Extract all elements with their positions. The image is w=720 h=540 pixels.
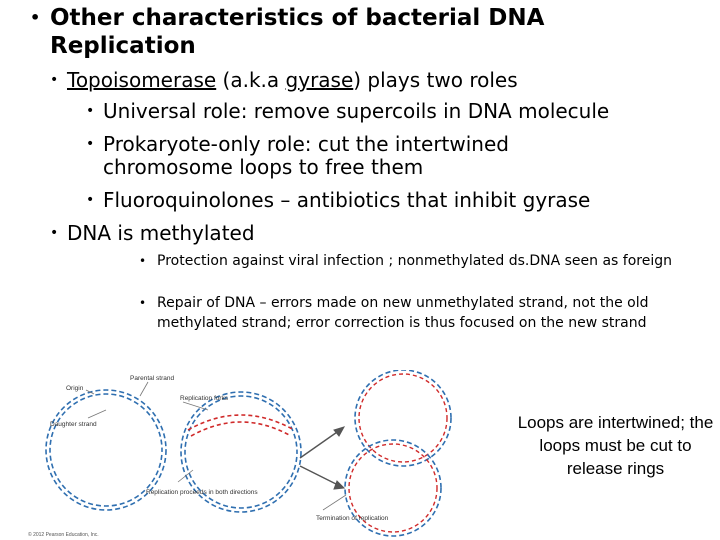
daughter-strand-label: Daughter strand xyxy=(50,421,97,428)
bullet-dot: • xyxy=(50,225,59,241)
prokaryote-role: Prokaryote-only role: cut the intertwine… xyxy=(103,132,509,179)
prokaryote-bullet: • Prokaryote-only role: cut the intertwi… xyxy=(86,133,606,179)
origin-label: Origin xyxy=(66,385,84,392)
replicating-chromosome xyxy=(180,391,302,513)
parental-strand-label: Parental strand xyxy=(130,375,174,382)
termination-label: Termination of replication xyxy=(316,515,389,522)
repair-text: Repair of DNA – errors made on new unmet… xyxy=(157,295,649,331)
bullet-dot: • xyxy=(50,72,59,88)
replication-proceeds-label: Replication proceeds in both directions xyxy=(146,489,258,496)
bullet-dot: • xyxy=(86,136,95,152)
progression-arrows xyxy=(299,426,346,490)
leader-lines xyxy=(85,381,347,511)
main-bullet: • Other characteristics of bacterial DNA… xyxy=(30,4,630,60)
gyrase-term: gyrase xyxy=(285,68,354,92)
universal-bullet: • Universal role: remove supercoils in D… xyxy=(86,100,696,123)
bullet-dot: • xyxy=(139,254,147,268)
topo-line: Topoisomerase (a.k.a gyrase) plays two r… xyxy=(67,69,670,92)
copyright-label: © 2012 Pearson Education, Inc. xyxy=(28,531,99,538)
bullet-dot: • xyxy=(30,8,41,27)
protection-bullet: • Protection against viral infection ; n… xyxy=(139,251,714,271)
bullet-dot: • xyxy=(86,192,95,208)
topo-mid: (a.k.a xyxy=(216,68,286,92)
topo-bullet: • Topoisomerase (a.k.a gyrase) plays two… xyxy=(50,69,670,92)
replication-figure: Origin Parental strand Daughter strand R… xyxy=(28,370,452,538)
figure-labels: Origin Parental strand Daughter strand R… xyxy=(28,375,389,538)
circular-chromosome xyxy=(45,389,167,511)
bullet-dot: • xyxy=(139,296,147,310)
dna-methylated: DNA is methylated xyxy=(67,221,255,245)
protection-text: Protection against viral infection ; non… xyxy=(157,253,673,269)
bullet-dot: • xyxy=(86,103,95,119)
main-heading: Other characteristics of bacterial DNA R… xyxy=(50,5,545,59)
daughter-chromosome-bottom xyxy=(344,439,442,537)
fluoro-bullet: • Fluoroquinolones – antibiotics that in… xyxy=(86,189,696,212)
daughter-chromosome-top xyxy=(354,370,452,467)
topoisomerase-term: Topoisomerase xyxy=(67,68,217,92)
methylated-bullet: • DNA is methylated xyxy=(50,222,650,245)
universal-role: Universal role: remove supercoils in DNA… xyxy=(103,99,610,123)
repair-bullet: • Repair of DNA – errors made on new unm… xyxy=(139,293,699,333)
fluoroquinolones: Fluoroquinolones – antibiotics that inhi… xyxy=(103,188,591,212)
figure-caption: Loops are intertwined; the loops must be… xyxy=(517,411,714,480)
topo-suffix: ) plays two roles xyxy=(353,68,518,92)
replication-forks-label: Replication forks xyxy=(180,395,229,402)
